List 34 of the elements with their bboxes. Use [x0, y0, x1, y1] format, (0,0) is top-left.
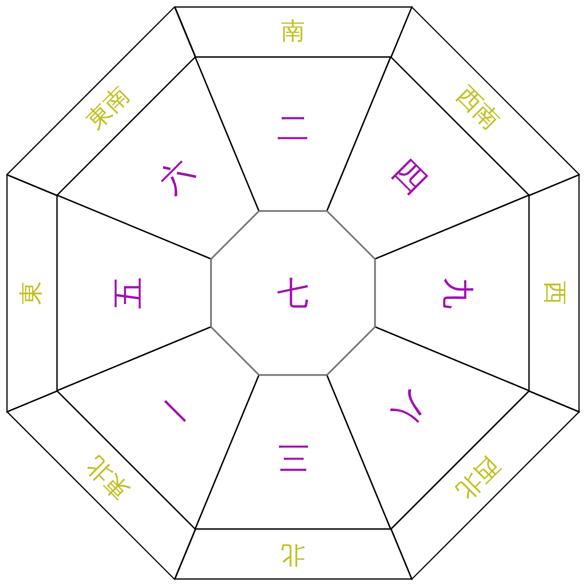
- number-sector: [195, 57, 391, 211]
- number-sector: [326, 57, 529, 260]
- direction-label: 東北: [82, 452, 134, 504]
- direction-label: 東: [19, 280, 43, 305]
- direction-sector: [7, 174, 57, 412]
- direction-label: 南: [280, 19, 305, 43]
- direction-sector: [390, 7, 579, 196]
- number-label: 七: [277, 277, 309, 309]
- number-label: 八: [387, 387, 432, 432]
- number-label: 四: [387, 154, 432, 199]
- number-label: 一: [154, 387, 199, 432]
- direction-label: 東南: [82, 82, 134, 134]
- number-label: 三: [276, 442, 309, 474]
- direction-sector: [174, 7, 412, 57]
- direction-label: 西北: [452, 452, 504, 504]
- direction-label: 西: [543, 280, 567, 305]
- direction-sector: [174, 529, 412, 579]
- number-label: 六: [154, 154, 199, 199]
- number-sector: [57, 326, 260, 529]
- number-label: 二: [276, 112, 309, 144]
- number-sector: [375, 195, 529, 391]
- direction-sector: [7, 390, 196, 579]
- number-label: 九: [442, 276, 474, 309]
- number-sector: [326, 326, 529, 529]
- number-label: 五: [112, 276, 144, 309]
- direction-label: 西南: [452, 82, 504, 134]
- number-sector: [57, 57, 260, 260]
- number-sector: [195, 375, 391, 529]
- direction-sector: [529, 174, 579, 412]
- direction-sector: [390, 390, 579, 579]
- direction-label: 北: [280, 543, 305, 567]
- number-sector: [57, 195, 211, 391]
- direction-sector: [7, 7, 196, 196]
- center-octagon: [211, 211, 375, 375]
